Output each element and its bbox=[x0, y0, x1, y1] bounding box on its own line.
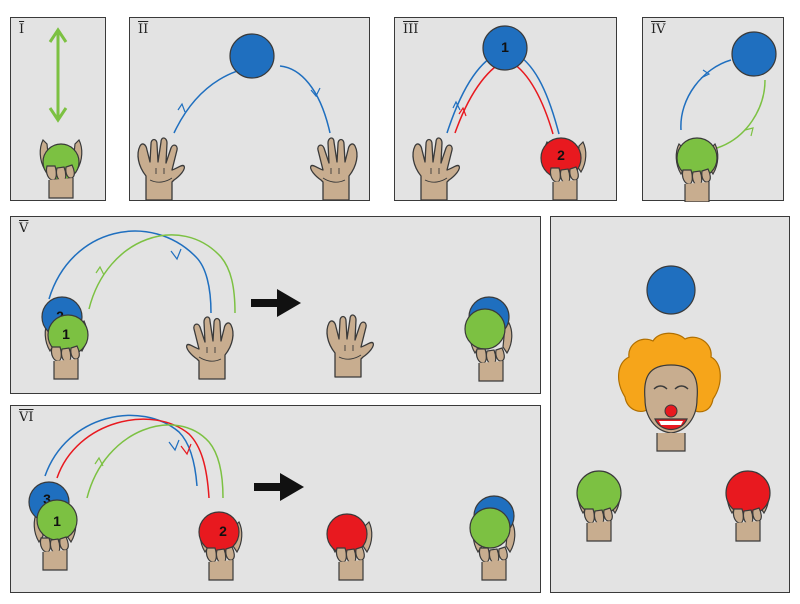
panel-vi: VI 3 1 2 bbox=[10, 405, 541, 593]
hand-icon bbox=[469, 495, 516, 581]
ball-number: 1 bbox=[501, 39, 509, 55]
ball-icon bbox=[725, 470, 771, 516]
panel-label: VI bbox=[19, 410, 34, 425]
hand-icon bbox=[326, 314, 375, 378]
right-arrow-icon bbox=[254, 473, 304, 501]
hand-icon bbox=[185, 316, 234, 380]
panel-label: III bbox=[403, 22, 419, 37]
clown-face-icon bbox=[618, 332, 721, 452]
panel-vi-drawing: 3 1 2 bbox=[28, 414, 516, 581]
hand-icon: 3 1 bbox=[28, 481, 78, 571]
hand-icon bbox=[309, 137, 358, 201]
panel-label: I bbox=[19, 22, 25, 37]
panel-label: V bbox=[19, 221, 29, 236]
hand-icon bbox=[137, 137, 186, 201]
ball-icon bbox=[646, 265, 696, 315]
panel-iv-drawing bbox=[675, 31, 777, 202]
hand-icon: 2 bbox=[198, 511, 243, 581]
hand-icon bbox=[39, 139, 83, 199]
ball-number: 1 bbox=[62, 326, 70, 342]
panel-iii-drawing: 1 2 bbox=[412, 25, 587, 201]
panel-v: V 2 1 bbox=[10, 216, 541, 394]
hand-icon bbox=[725, 470, 771, 542]
ball-icon bbox=[229, 33, 275, 79]
panel-iv: IV bbox=[642, 17, 784, 202]
ball-icon bbox=[731, 31, 777, 77]
ball-number: 3 bbox=[43, 491, 51, 507]
hand-icon bbox=[576, 470, 622, 542]
hand-icon bbox=[412, 137, 461, 201]
panel-i: I bbox=[10, 17, 106, 201]
hand-icon bbox=[464, 296, 513, 382]
ball-icon bbox=[469, 507, 511, 549]
ball-number: 1 bbox=[53, 513, 61, 529]
ball-number: 2 bbox=[219, 523, 227, 539]
ball-number: 2 bbox=[557, 147, 565, 163]
ball-icon bbox=[482, 25, 528, 71]
panel-label: II bbox=[138, 22, 149, 37]
panel-iii: III 1 2 bbox=[394, 17, 617, 201]
panel-v-drawing: 2 1 bbox=[41, 230, 513, 382]
ball-icon bbox=[464, 308, 506, 350]
panel-ii-drawing bbox=[137, 33, 358, 201]
hand-icon bbox=[675, 137, 719, 202]
right-arrow-icon bbox=[251, 289, 301, 317]
panel-label: IV bbox=[651, 22, 666, 37]
panel-clown bbox=[550, 216, 790, 593]
ball-icon bbox=[576, 470, 622, 516]
panel-clown-drawing bbox=[576, 265, 771, 542]
hand-icon: 2 1 bbox=[41, 296, 89, 380]
panel-i-drawing bbox=[39, 27, 83, 199]
panel-ii: II bbox=[129, 17, 370, 201]
hand-icon bbox=[326, 513, 373, 581]
vertical-double-arrow-icon bbox=[48, 27, 68, 123]
hand-icon: 2 bbox=[540, 137, 587, 201]
